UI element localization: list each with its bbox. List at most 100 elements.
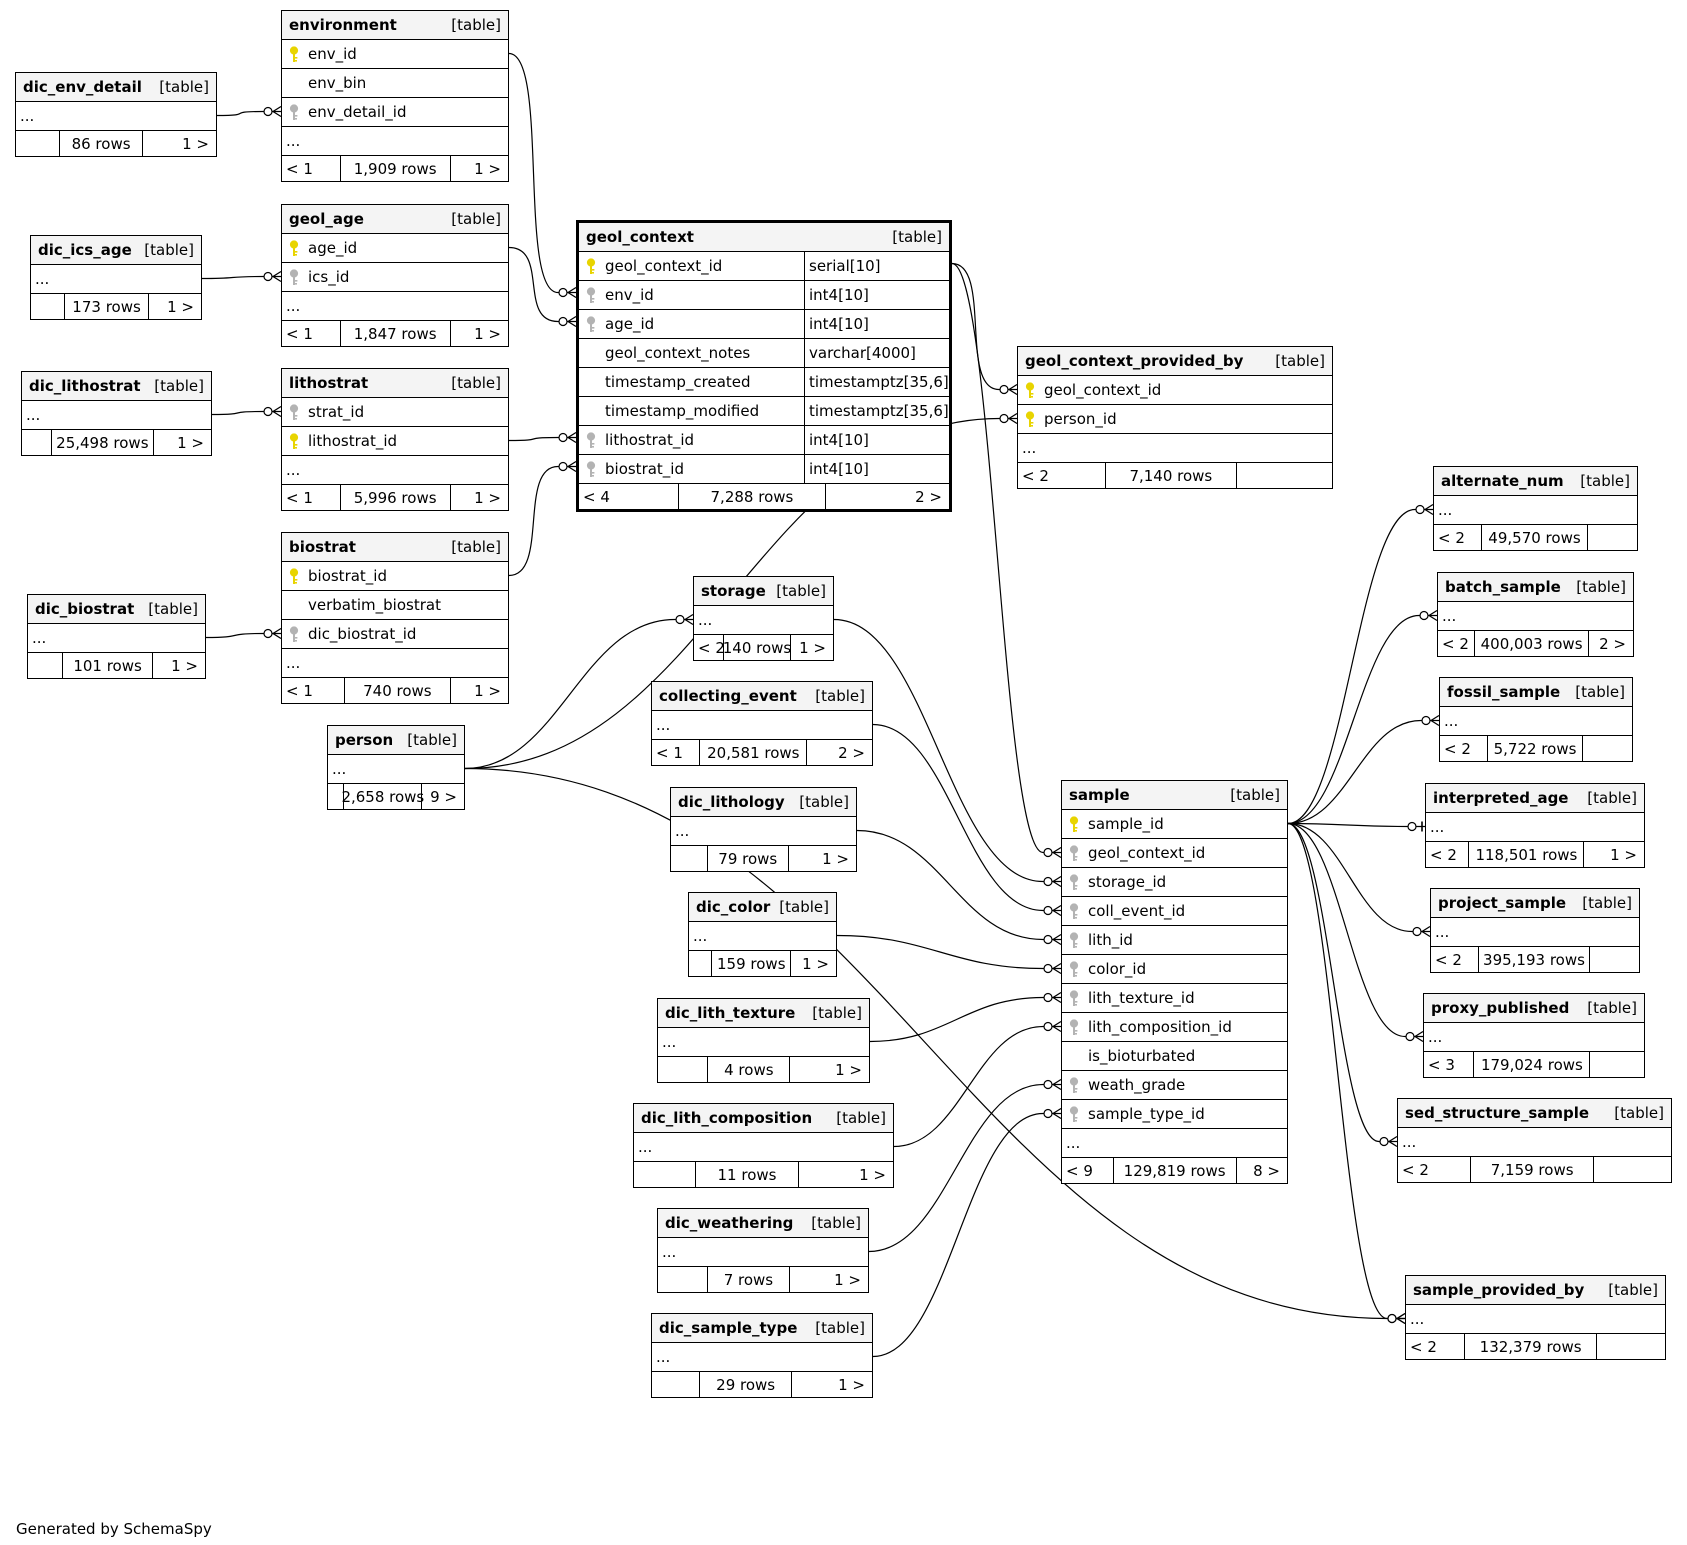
column-row-biostrat-id[interactable]: biostrat_id	[282, 562, 508, 591]
parent-count-link[interactable]: < 2	[1398, 1157, 1472, 1182]
child-count-link[interactable]: 1 >	[802, 954, 829, 973]
parent-count-link[interactable]	[328, 784, 345, 809]
parent-count-link[interactable]	[652, 1372, 701, 1397]
column-row-sample-type-id[interactable]: sample_type_id	[1062, 1100, 1287, 1129]
column-row-lith-texture-id[interactable]: lith_texture_id	[1062, 984, 1287, 1013]
child-count-link[interactable]: 1 >	[474, 488, 501, 507]
parent-count-link[interactable]: < 2	[1426, 842, 1470, 867]
parent-count-link[interactable]	[22, 430, 53, 455]
parent-count-link[interactable]	[31, 294, 65, 319]
child-count-link[interactable]	[1597, 1334, 1664, 1359]
child-count-link[interactable]: 1 >	[474, 159, 501, 178]
child-count-link[interactable]: 1 >	[167, 297, 194, 316]
parent-count-link[interactable]	[689, 951, 713, 976]
parent-count-link[interactable]: < 9	[1062, 1158, 1114, 1183]
parent-count-link[interactable]: < 1	[282, 678, 345, 703]
parent-count-link[interactable]	[658, 1267, 709, 1292]
child-count-link[interactable]	[1588, 525, 1636, 550]
column-row-geol-context-id[interactable]: geol_context_id	[1062, 839, 1287, 868]
child-count-link[interactable]: 1 >	[182, 134, 209, 153]
parent-count-link[interactable]: < 1	[282, 485, 341, 510]
column-row-coll-event-id[interactable]: coll_event_id	[1062, 897, 1287, 926]
column-row-env-detail-id[interactable]: env_detail_id	[282, 98, 508, 127]
child-count-link[interactable]: 1 >	[835, 1060, 862, 1079]
parent-count-link[interactable]: < 4	[579, 484, 679, 509]
column-row-env-bin[interactable]: env_bin	[282, 69, 508, 98]
column-row-verbatim-biostrat[interactable]: verbatim_biostrat	[282, 591, 508, 620]
child-count-link[interactable]: 1 >	[474, 681, 501, 700]
column-row-age-id[interactable]: age_id	[282, 234, 508, 263]
child-count-link[interactable]: 1 >	[859, 1165, 886, 1184]
column-row-env-id[interactable]: env_id	[282, 40, 508, 69]
child-count-link[interactable]: 1 >	[1610, 845, 1637, 864]
child-count-link[interactable]: 1 >	[834, 1270, 861, 1289]
child-count-link[interactable]	[1583, 736, 1631, 761]
column-row-lith-composition-id[interactable]: lith_composition_id	[1062, 1013, 1287, 1042]
child-count-link[interactable]	[1590, 1052, 1643, 1077]
child-count-link[interactable]: 2 >	[915, 487, 942, 506]
child-count-link[interactable]	[1237, 463, 1331, 488]
child-count-link[interactable]: 1 >	[177, 433, 204, 452]
parent-count-link[interactable]: < 1	[282, 321, 341, 346]
parent-count-link[interactable]: < 2	[1434, 525, 1483, 550]
column-row-ics-id[interactable]: ics_id	[282, 263, 508, 292]
parent-count-link[interactable]	[658, 1057, 709, 1082]
child-count-link[interactable]: 1 >	[838, 1375, 865, 1394]
child-count-link[interactable]: 1 >	[822, 849, 849, 868]
column-row-color-id[interactable]: color_id	[1062, 955, 1287, 984]
column-row-storage-id[interactable]: storage_id	[1062, 868, 1287, 897]
table-geol-context-provided-by[interactable]: geol_context_provided_by[table]geol_cont…	[1017, 346, 1333, 489]
parent-count-link[interactable]: < 1	[652, 740, 701, 765]
child-count-link[interactable]	[1594, 1157, 1670, 1182]
parent-count-link[interactable]: < 2	[1018, 463, 1106, 488]
parent-count-link[interactable]: < 2	[694, 635, 725, 660]
parent-count-link[interactable]: < 2	[1440, 736, 1488, 761]
column-row-weath-grade[interactable]: weath_grade	[1062, 1071, 1287, 1100]
parent-count-link[interactable]	[28, 653, 64, 678]
child-count-link[interactable]: 2 >	[838, 743, 865, 762]
column-row-geol-context-id[interactable]: geol_context_id	[1018, 376, 1332, 405]
column-row-dic-biostrat-id[interactable]: dic_biostrat_id	[282, 620, 508, 649]
parent-count-link[interactable]: < 2	[1406, 1334, 1466, 1359]
child-count-link[interactable]: 1 >	[474, 324, 501, 343]
parent-count-link[interactable]	[671, 846, 708, 871]
column-row-person-id[interactable]: person_id	[1018, 405, 1332, 434]
child-count-link[interactable]	[1590, 947, 1638, 972]
child-count-link[interactable]: 8 >	[1253, 1161, 1280, 1180]
column-row-lith-id[interactable]: lith_id	[1062, 926, 1287, 955]
column-row-strat-id[interactable]: strat_id	[282, 398, 508, 427]
column-row-lithostrat-id[interactable]: lithostrat_id	[282, 427, 508, 456]
parent-count-link[interactable]	[16, 131, 60, 156]
child-count-link[interactable]: 1 >	[171, 656, 198, 675]
